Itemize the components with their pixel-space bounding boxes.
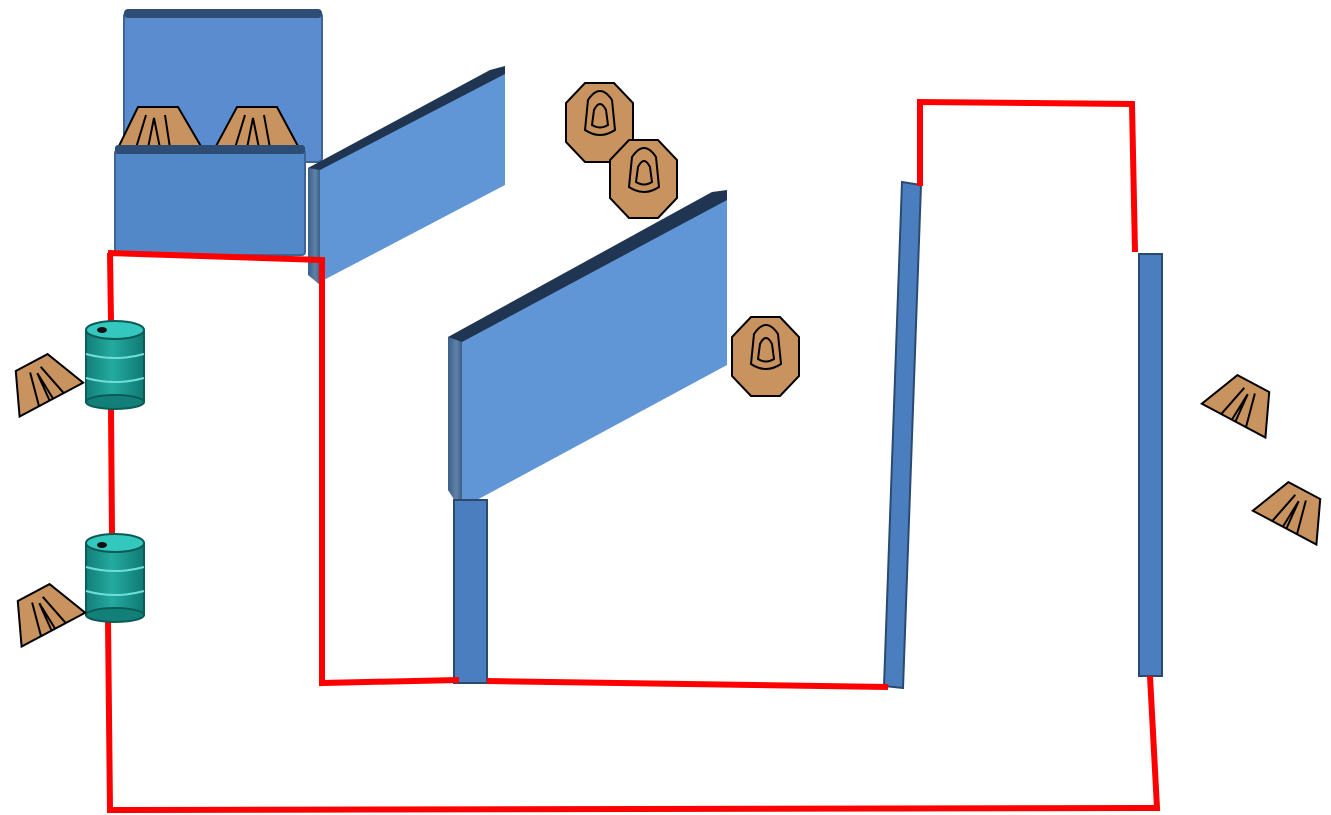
steel-target-3 <box>565 82 800 397</box>
angled-wall-middle <box>448 190 727 512</box>
right-vertical-wall-1 <box>882 180 923 690</box>
paper-target-2 <box>16 582 87 649</box>
barrel-upper <box>85 320 145 410</box>
barrel-lower <box>85 533 145 623</box>
paper-target-3 <box>1200 373 1271 440</box>
right-vertical-wall-2 <box>1138 253 1163 677</box>
steel-target-1 <box>116 106 204 149</box>
fault-line <box>105 98 1161 814</box>
lower-left-box-wall <box>114 145 306 256</box>
paper-target-1 <box>14 352 85 419</box>
angled-wall-top <box>308 66 505 285</box>
center-post <box>453 499 488 684</box>
paper-target-4 <box>1251 480 1322 547</box>
